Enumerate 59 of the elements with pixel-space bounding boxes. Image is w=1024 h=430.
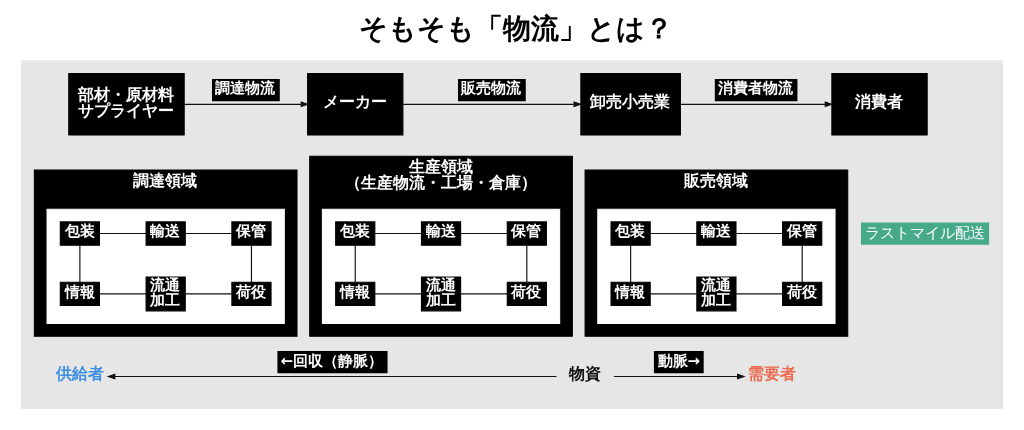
connector (99, 232, 147, 235)
cluster (321, 208, 561, 325)
cluster (46, 208, 285, 325)
arrow (183, 101, 310, 108)
connector (801, 244, 803, 283)
connector (735, 232, 784, 235)
node-box: 情報 (610, 281, 651, 307)
connector (649, 232, 698, 235)
node-box: 包装 (59, 221, 100, 246)
cluster (597, 208, 836, 325)
node-box: 流通加工 (696, 276, 737, 312)
node-box: 流通加工 (145, 276, 186, 312)
node-box: メーカー (307, 73, 404, 136)
connector (735, 293, 784, 295)
connector (526, 244, 528, 283)
arrow (613, 373, 746, 380)
node-box: 保管 (782, 221, 823, 246)
node-box: 包装 (610, 221, 651, 246)
arrow (106, 373, 558, 380)
node-box: 消費者 (831, 73, 928, 136)
connector (374, 293, 423, 295)
edge-label: ←回収（静脈） (280, 351, 383, 369)
node-box: 荷役 (782, 281, 823, 307)
node-text: 需要者 (748, 364, 797, 384)
edge-label: 動脈→ (657, 351, 701, 369)
node-text: 供給者 (55, 364, 104, 384)
node-box: 荷役 (231, 281, 272, 307)
node-box: 保管 (231, 221, 272, 246)
arrow (402, 101, 583, 108)
node-box: 輸送 (420, 221, 462, 246)
node-box: 情報 (335, 281, 376, 307)
connector (184, 293, 233, 295)
connector (250, 244, 253, 283)
connector (99, 293, 147, 295)
node-box: 輸送 (696, 221, 737, 246)
node-box: 情報 (59, 281, 100, 307)
node-box: 荷役 (506, 281, 547, 307)
connector (79, 244, 81, 283)
label: ラストマイル配送 (864, 223, 985, 241)
connector (354, 244, 356, 283)
node-box: 包装 (335, 221, 376, 246)
connector (374, 232, 423, 235)
connector (630, 244, 632, 283)
edge-label: 販売物流 (461, 79, 522, 97)
node-box: 流通加工 (420, 276, 462, 312)
cluster (21, 60, 1003, 409)
arrow (680, 101, 834, 108)
edge-label: 調達物流 (215, 79, 276, 97)
node-box: 輸送 (145, 221, 186, 246)
connector (649, 293, 698, 295)
connector (460, 293, 508, 295)
connector (460, 232, 508, 235)
node-box: 卸売小売業 (580, 73, 681, 136)
diagram-title: そもそも「物流」とは？ (358, 12, 673, 45)
node-text: 物資 (568, 364, 601, 384)
edge-label: 消費者物流 (718, 79, 793, 97)
node-box: 保管 (506, 221, 547, 246)
node-box: 部材・原材料サプライヤー (68, 73, 185, 136)
connector (184, 232, 233, 235)
